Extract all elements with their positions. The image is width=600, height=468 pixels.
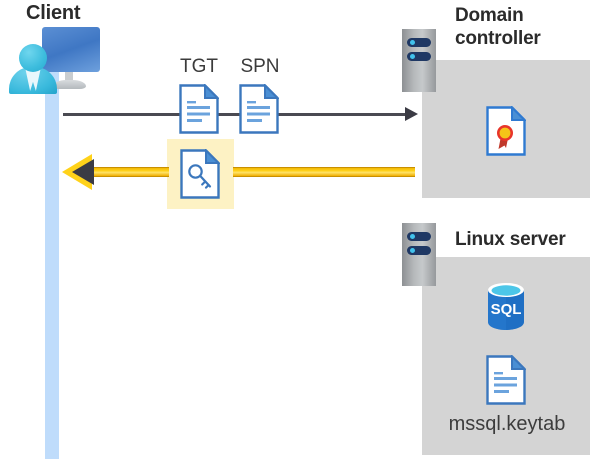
user-collar-icon [25, 67, 41, 91]
request-arrow-line [63, 113, 407, 116]
certificate-document-icon [486, 106, 526, 156]
monitor-neck-icon [65, 72, 73, 82]
spn-document-icon [239, 84, 279, 134]
rack-led-icon [410, 54, 415, 59]
response-arrow-line-right [233, 167, 415, 177]
response-arrow-head-inner-icon [72, 159, 94, 185]
rack-led-icon [410, 40, 415, 45]
client-lifeline [45, 72, 59, 459]
sql-database-icon: SQL [483, 281, 529, 331]
domain-controller-server-rack-icon [402, 29, 436, 92]
rack-bay-bottom-icon [407, 246, 431, 255]
rack-led-icon [410, 234, 415, 239]
keytab-filename-label: mssql.keytab [448, 413, 566, 435]
keytab-document-icon [486, 355, 526, 405]
client-workstation-icon [8, 27, 100, 94]
tgt-document-icon [179, 84, 219, 134]
svg-text:SQL: SQL [491, 301, 522, 318]
rack-led-icon [410, 248, 415, 253]
key-document-icon [180, 149, 220, 199]
linux-server-server-rack-icon [402, 223, 436, 286]
client-title: Client [26, 2, 81, 24]
response-arrow-line-left [89, 167, 169, 177]
domain-controller-title-line-1: Domain [455, 5, 524, 26]
request-arrow-head-icon [405, 107, 418, 121]
domain-controller-title-line-2: controller [455, 28, 541, 49]
rack-bay-top-icon [407, 38, 431, 47]
monitor-screen-icon [42, 27, 100, 72]
linux-server-title: Linux server [455, 229, 566, 250]
tgt-label: TGT [180, 56, 218, 77]
rack-bay-top-icon [407, 232, 431, 241]
domain-controller-title: Domain controller [455, 4, 595, 50]
user-head-icon [19, 44, 47, 72]
spn-label: SPN [240, 56, 280, 77]
rack-bay-bottom-icon [407, 52, 431, 61]
monitor-base-icon [53, 80, 86, 89]
